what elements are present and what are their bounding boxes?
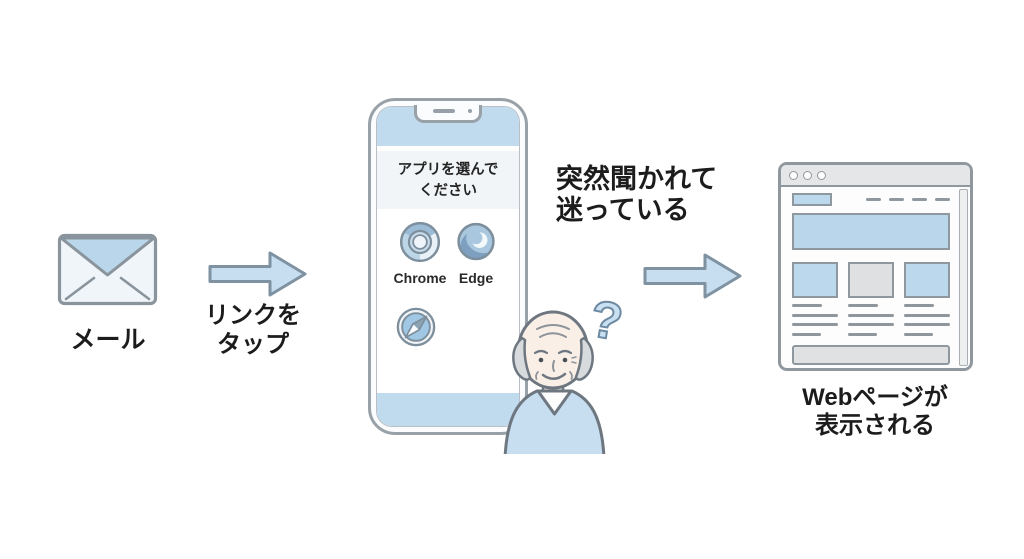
footer-placeholder: [792, 345, 950, 365]
header-row: [792, 193, 950, 207]
webpage-caption-line1: Webページが: [802, 384, 948, 411]
compass-browser-icon: [396, 307, 436, 347]
arrow-right-icon: [208, 251, 307, 297]
nav-links-placeholder: [866, 198, 950, 201]
hero-banner-placeholder: [792, 213, 950, 250]
browser-window: [778, 162, 973, 371]
chrome-label: Chrome: [393, 270, 447, 286]
tap-link-caption-line2: タップ: [217, 331, 289, 358]
elderly-man-illustration: [503, 310, 606, 454]
text-lines-column: [792, 304, 838, 342]
tap-link-caption-line1: リンクを: [205, 302, 301, 329]
phone-notch: [414, 105, 482, 123]
confusion-caption-line1: 突然聞かれて: [556, 164, 718, 194]
site-logo-placeholder: [792, 193, 832, 206]
window-button-icon: [789, 170, 798, 180]
card-row: [792, 262, 950, 298]
card-placeholder: [792, 262, 838, 298]
email-envelope-icon: [57, 233, 158, 306]
text-lines-column: [904, 304, 950, 342]
phone-screen: アプリを選んで ください Chrome: [376, 106, 520, 427]
chrome-icon: [400, 222, 440, 262]
arrow-right-icon: [643, 253, 742, 299]
email-label: メール: [70, 326, 146, 354]
camera-dot-icon: [467, 108, 472, 113]
window-button-icon: [803, 170, 812, 180]
text-lines-row: [792, 304, 950, 342]
phone-bottom-bar: [377, 393, 519, 426]
confusion-caption-line2: 迷っている: [556, 195, 690, 225]
dialog-text-line2: ください: [419, 183, 477, 199]
app-chooser-dialog: アプリを選んで ください: [377, 151, 519, 209]
question-mark-icon: ?: [584, 292, 627, 352]
dialog-text-line1: アプリを選んで: [397, 162, 499, 178]
tap-link-caption: リンクを タップ: [178, 301, 328, 359]
card-placeholder: [904, 262, 950, 298]
app-option-edge: Edge: [448, 220, 504, 286]
speaker-slot-icon: [433, 109, 455, 113]
webpage-caption: Webページが 表示される: [790, 384, 960, 440]
card-placeholder: [848, 262, 894, 298]
app-option-chrome: Chrome: [392, 220, 448, 286]
edge-label: Edge: [458, 270, 494, 286]
browser-titlebar: [781, 165, 970, 187]
svg-text:?: ?: [585, 292, 626, 352]
text-lines-column: [848, 304, 894, 342]
webpage-caption-line2: 表示される: [815, 412, 935, 439]
scrollbar-track: [959, 189, 968, 366]
confusion-caption: 突然聞かれて 迷っている: [556, 164, 717, 226]
edge-icon: [457, 222, 495, 261]
window-button-icon: [817, 170, 826, 180]
smartphone-frame: アプリを選んで ください Chrome: [368, 98, 528, 435]
browser-content: [781, 187, 970, 368]
